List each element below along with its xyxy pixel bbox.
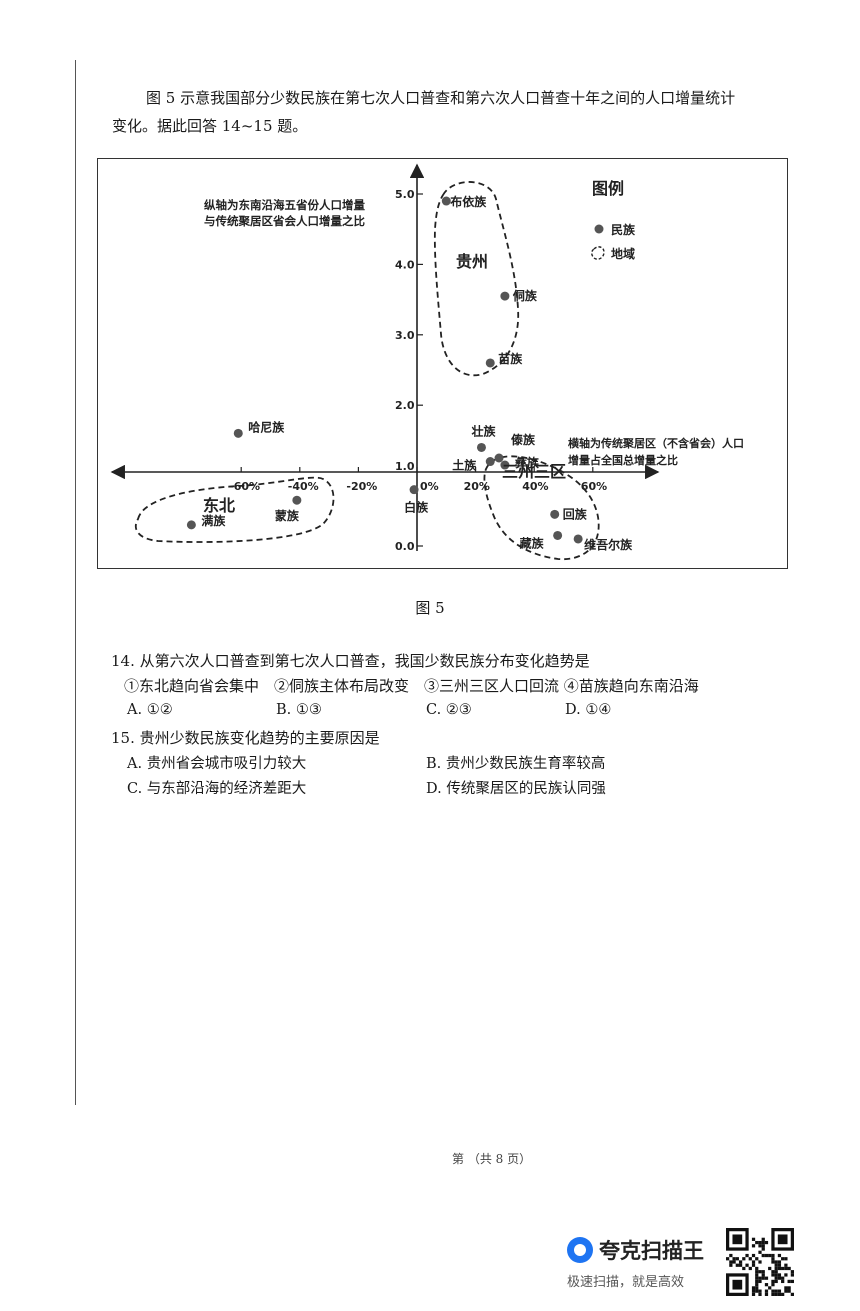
y-tick-label: 3.0 — [395, 329, 415, 342]
data-label-彝族: 彝族 — [515, 455, 540, 470]
region-sanzhousanqu-outline — [483, 455, 600, 561]
y-axis-note-line-1: 纵轴为东南沿海五省份人口增量 — [204, 198, 365, 212]
x-axis-note-line-1: 横轴为传统聚居区（不含省会）人口 — [568, 436, 744, 450]
data-label-土族: 土族 — [452, 458, 477, 473]
data-label-布依族: 布依族 — [450, 194, 487, 209]
y-tick-label: 1.0 — [395, 460, 415, 473]
data-point-布依族 — [441, 196, 451, 206]
x-tick-label: -20% — [346, 480, 377, 493]
qr-code-icon — [726, 1228, 794, 1296]
quark-logo-icon — [567, 1237, 593, 1263]
data-point-藏族 — [553, 530, 563, 540]
question-15-option-d: D. 传统聚居区的民族认同强 — [426, 781, 606, 797]
data-point-哈尼族 — [233, 428, 243, 438]
data-point-傣族 — [494, 453, 504, 463]
intro-line-2: 变化。据此回答 14~15 题。 — [112, 117, 308, 135]
x-axis-note-line-2: 增量占全国总增量之比 — [568, 453, 678, 467]
figure-caption: 图 5 — [415, 599, 445, 617]
data-label-蒙族: 蒙族 — [275, 508, 300, 523]
question-14-statements: ①东北趋向省会集中 ②侗族主体布局改变 ③三州三区人口回流 ④苗族趋向东南沿海 — [124, 677, 699, 695]
data-label-壮族: 壮族 — [471, 423, 496, 438]
y-tick-label: 0.0 — [395, 540, 415, 553]
region-label-sanzhousanqu: 三州三区 — [502, 462, 566, 481]
data-point-蒙族 — [292, 495, 302, 505]
x-tick-label: -60% — [229, 480, 260, 493]
question-14-option-a: A. ①② — [127, 702, 173, 718]
region-guizhou-outline — [433, 181, 520, 377]
question-15-option-b: B. 贵州少数民族生育率较高 — [426, 756, 606, 772]
y-tick-label: 5.0 — [395, 188, 415, 201]
legend-dot-symbol — [594, 224, 604, 234]
data-label-满族: 满族 — [201, 513, 226, 528]
figure-5-frame: -60% -40% -20% 0% 20% 40% 60% 0.0 1.0 2.0 3.0 4.0 5… — [97, 158, 788, 569]
x-tick-label: -40% — [288, 480, 319, 493]
data-label-侗族: 侗族 — [512, 288, 538, 303]
question-14-option-b: B. ①③ — [276, 702, 322, 718]
intro-line-1: 图 5 示意我国部分少数民族在第七次人口普查和第六次人口普查十年之间的人口增量统… — [146, 89, 736, 107]
data-label-哈尼族: 哈尼族 — [248, 419, 285, 434]
data-point-侗族 — [500, 291, 510, 301]
brand-slogan: 极速扫描，就是高效 — [567, 1275, 685, 1290]
legend-title: 图例 — [592, 179, 624, 198]
page-margin-line — [75, 60, 76, 1105]
data-point-维吾尔族 — [573, 534, 583, 544]
question-14-option-d: D. ①④ — [565, 702, 612, 718]
data-label-苗族: 苗族 — [498, 351, 523, 366]
intro-text: 图 5 示意我国部分少数民族在第七次人口普查和第六次人口普查十年之间的人口增量统… — [112, 84, 802, 140]
question-14-option-c: C. ②③ — [426, 702, 472, 718]
question-15-option-c: C. 与东部沿海的经济差距大 — [127, 781, 307, 797]
legend-label-diyu: 地域 — [611, 246, 635, 261]
legend-dashed-symbol — [591, 246, 605, 260]
data-point-回族 — [550, 509, 560, 519]
x-tick-group: -60% -40% -20% 0% 20% 40% 60% — [229, 467, 607, 493]
data-point-壮族 — [476, 442, 486, 452]
legend-label-minzu: 民族 — [611, 222, 636, 237]
scatter-chart: -60% -40% -20% 0% 20% 40% 60% 0.0 1.0 2.0 3.0 4.0 5… — [110, 163, 744, 561]
y-tick-label: 4.0 — [395, 258, 415, 271]
data-label-藏族: 藏族 — [520, 535, 545, 550]
region-dongbei-outline — [134, 476, 335, 543]
scanner-watermark: 夸克扫描王 极速扫描，就是高效 — [563, 1229, 723, 1290]
y-tick-group: 0.0 1.0 2.0 3.0 4.0 5.0 — [395, 188, 423, 553]
data-point-土族 — [485, 457, 495, 467]
data-point-彝族 — [500, 460, 510, 470]
data-label-维吾尔族: 维吾尔族 — [584, 537, 633, 552]
region-label-guizhou: 贵州 — [456, 252, 488, 271]
brand-name: 夸克扫描王 — [599, 1239, 704, 1263]
question-15-option-a: A. 贵州省会城市吸引力较大 — [127, 756, 307, 772]
data-point-苗族 — [485, 358, 495, 368]
x-tick-label: 40% — [522, 480, 548, 493]
x-tick-label: 0% — [420, 480, 439, 493]
question-15-stem: 15. 贵州少数民族变化趋势的主要原因是 — [111, 729, 380, 747]
page-footer: 第 （共 8 页） — [452, 1152, 532, 1166]
region-label-dongbei: 东北 — [203, 496, 235, 515]
x-tick-label: 60% — [581, 480, 607, 493]
question-14-stem: 14. 从第六次人口普查到第七次人口普查，我国少数民族分布变化趋势是 — [111, 652, 590, 670]
data-label-白族: 白族 — [404, 500, 429, 515]
y-axis-note-line-2: 与传统聚居区省会人口增量之比 — [204, 214, 365, 228]
y-tick-label: 2.0 — [395, 399, 415, 412]
data-point-白族 — [409, 485, 419, 495]
x-tick-label: 20% — [464, 480, 490, 493]
data-label-傣族: 傣族 — [511, 432, 536, 447]
data-label-回族: 回族 — [563, 506, 588, 521]
data-point-满族 — [186, 520, 196, 530]
